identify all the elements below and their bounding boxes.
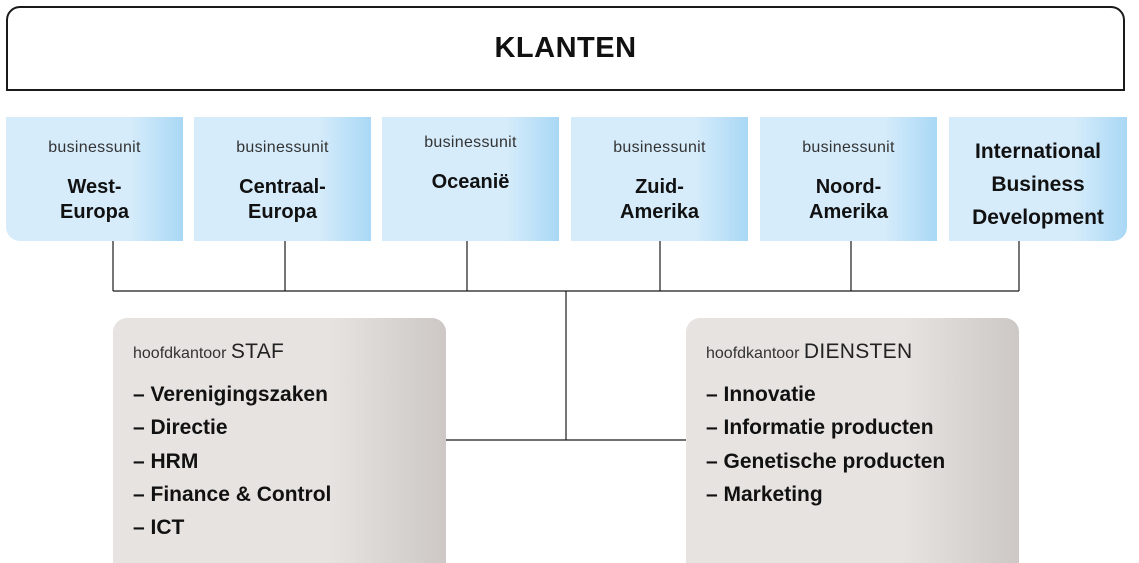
hq-staf-list: – Verenigingszaken – Directie – HRM – Fi… <box>133 378 331 544</box>
unit-sub-label: businessunit <box>48 139 141 156</box>
unit-name: Centraal- Europa <box>194 175 371 225</box>
list-item: – Genetische producten <box>706 449 946 473</box>
unit-name-line: Amerika <box>809 201 888 223</box>
list-item: – Directie <box>133 416 228 440</box>
hq-staf-box: hoofdkantoor STAF – Verenigingszaken – D… <box>113 318 446 563</box>
hq-title: STAF <box>230 340 285 363</box>
unit-sub-label: businessunit <box>236 139 329 156</box>
unit-name-line: Noord- <box>815 176 882 198</box>
unit-name: Noord- Amerika <box>760 175 937 225</box>
hq-diensten-box: hoofdkantoor DIENSTEN – Innovatie – Info… <box>686 318 1019 563</box>
klanten-title: KLANTEN <box>494 32 637 64</box>
list-item: – Informatie producten <box>706 416 934 440</box>
unit-name: Oceanië <box>382 170 559 195</box>
hq-diensten-heading: hoofdkantoor DIENSTEN <box>706 340 912 364</box>
unit-name-line: Zuid- <box>635 176 684 198</box>
unit-name: West- Europa <box>6 175 183 225</box>
unit-sub-label: businessunit <box>424 134 517 151</box>
unit-sub-label: businessunit <box>802 139 895 156</box>
unit-name-line: Europa <box>248 201 317 223</box>
unit-name-line: Europa <box>60 201 129 223</box>
hq-prefix: hoofdkantoor <box>706 345 800 362</box>
unit-name-line: West- <box>67 176 122 198</box>
klanten-box: KLANTEN <box>6 6 1125 91</box>
unit-west-europa: businessunit West- Europa <box>6 117 183 241</box>
unit-name-line: Centraal- <box>239 176 326 198</box>
unit-name: Zuid- Amerika <box>571 175 748 225</box>
unit-zuid-amerika: businessunit Zuid- Amerika <box>571 117 748 241</box>
unit-oceanie: businessunit Oceanië <box>382 117 559 241</box>
unit-name-line: Amerika <box>620 201 699 223</box>
unit-name-line: Development <box>972 206 1104 229</box>
hq-prefix: hoofdkantoor <box>133 345 227 362</box>
unit-name-line: International <box>974 140 1101 163</box>
unit-sub-label: businessunit <box>613 139 706 156</box>
list-item: – Verenigingszaken <box>133 383 328 406</box>
list-item: – ICT <box>133 516 185 540</box>
hq-title: DIENSTEN <box>803 340 913 363</box>
list-item: – Marketing <box>706 482 823 506</box>
unit-noord-amerika: businessunit Noord- Amerika <box>760 117 937 241</box>
hq-staf-heading: hoofdkantoor STAF <box>133 340 284 364</box>
unit-name: International Business Development <box>949 135 1127 234</box>
unit-centraal-europa: businessunit Centraal- Europa <box>194 117 371 241</box>
list-item: – HRM <box>133 449 199 473</box>
list-item: – Innovatie <box>706 383 816 406</box>
unit-name-line: Oceanië <box>431 171 510 193</box>
unit-international-business-development: International Business Development <box>949 117 1127 241</box>
hq-diensten-list: – Innovatie – Informatie producten – Gen… <box>706 378 945 511</box>
unit-name-line: Business <box>991 173 1085 196</box>
list-item: – Finance & Control <box>133 482 332 506</box>
